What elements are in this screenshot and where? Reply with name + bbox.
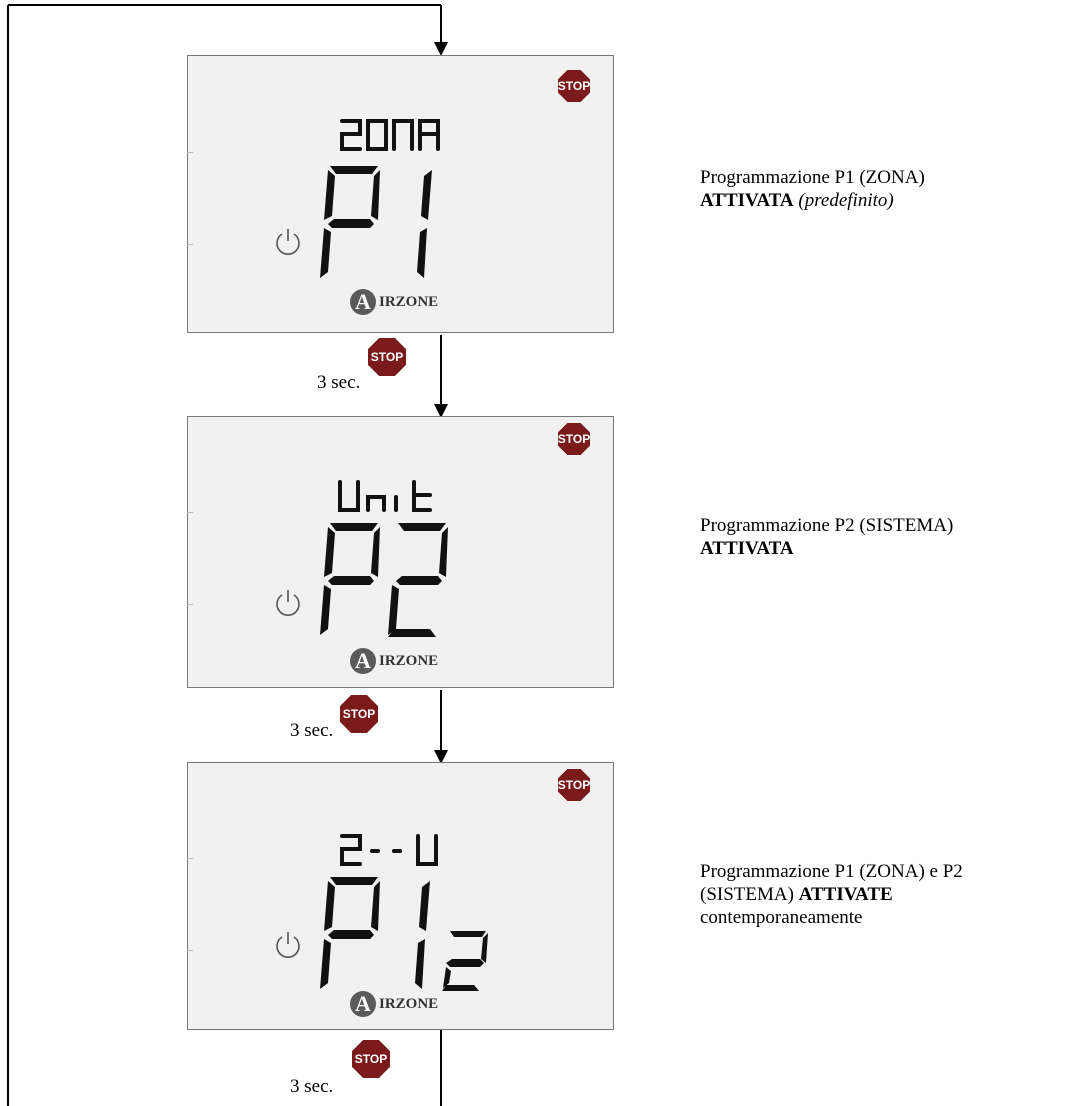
segment-text-p2 xyxy=(320,523,448,637)
stop-icon[interactable]: STOP xyxy=(558,769,590,801)
arrow-down-1 xyxy=(434,42,448,56)
tick xyxy=(187,604,193,605)
logo-circle: A xyxy=(350,289,376,315)
stop-button-icon[interactable]: STOP xyxy=(368,338,406,376)
stop-icon[interactable]: STOP xyxy=(558,70,590,102)
lcd-screen-p2: STOP xyxy=(187,416,614,688)
airzone-logo: A IRZONE xyxy=(350,648,438,674)
stop-label: STOP xyxy=(557,79,591,93)
caption-line: (SISTEMA) ATTIVATE xyxy=(700,883,963,906)
power-icon[interactable] xyxy=(274,226,302,256)
caption-bold: ATTIVATA xyxy=(700,538,794,559)
segment-text-unit xyxy=(338,480,432,512)
segment-text-zona xyxy=(340,119,440,151)
segment-text-p1 xyxy=(320,166,432,278)
caption-bold: ATTIVATA xyxy=(700,190,794,211)
stop-label: STOP xyxy=(557,778,591,792)
time-label: 3 sec. xyxy=(317,372,361,393)
logo-circle: A xyxy=(350,648,376,674)
stop-label: STOP xyxy=(342,707,376,721)
stop-button-icon[interactable]: STOP xyxy=(352,1040,390,1078)
lcd-screen-p12: STOP xyxy=(187,762,614,1030)
caption-p1: Programmazione P1 (ZONA) ATTIVATA (prede… xyxy=(700,166,925,212)
caption-prefix: (SISTEMA) xyxy=(700,884,799,905)
time-label: 3 sec. xyxy=(290,1076,334,1097)
caption-line: Programmazione P1 (ZONA) xyxy=(700,167,925,188)
time-label: 3 sec. xyxy=(290,720,334,741)
logo-text: IRZONE xyxy=(379,995,439,1012)
lcd-screen-p1: STOP A IR xyxy=(187,55,614,333)
stop-label: STOP xyxy=(354,1052,388,1066)
tick xyxy=(187,152,193,153)
caption-line: Programmazione P1 (ZONA) e P2 xyxy=(700,861,963,882)
stop-button-icon[interactable]: STOP xyxy=(340,695,378,733)
caption-line: ATTIVATA (predefinito) xyxy=(700,189,925,212)
arrow-down-3 xyxy=(434,750,448,764)
airzone-logo: A IRZONE xyxy=(350,991,438,1017)
airzone-logo: A IRZONE xyxy=(350,289,438,315)
tick xyxy=(187,244,193,245)
segment-text-2u xyxy=(340,834,438,866)
stop-label: STOP xyxy=(557,432,591,446)
tick xyxy=(187,512,193,513)
tick xyxy=(187,950,193,951)
stop-icon[interactable]: STOP xyxy=(558,423,590,455)
power-icon[interactable] xyxy=(274,929,302,959)
caption-bold: ATTIVATE xyxy=(798,884,893,905)
caption-line: ATTIVATA xyxy=(700,537,953,560)
caption-p12: Programmazione P1 (ZONA) e P2 (SISTEMA) … xyxy=(700,860,963,929)
tick xyxy=(187,858,193,859)
caption-italic: (predefinito) xyxy=(798,190,894,211)
caption-line: contemporaneamente xyxy=(700,907,863,928)
stop-label: STOP xyxy=(370,350,404,364)
logo-text: IRZONE xyxy=(379,293,439,310)
power-icon[interactable] xyxy=(274,587,302,617)
caption-line: Programmazione P2 (SISTEMA) xyxy=(700,515,954,536)
logo-circle: A xyxy=(350,991,376,1017)
segment-text-p12 xyxy=(320,877,488,991)
arrow-down-2 xyxy=(434,404,448,418)
logo-text: IRZONE xyxy=(379,652,439,669)
caption-p2: Programmazione P2 (SISTEMA) ATTIVATA xyxy=(700,514,953,560)
